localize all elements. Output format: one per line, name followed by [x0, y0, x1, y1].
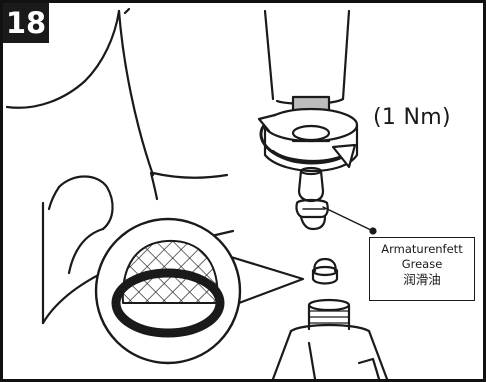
- connector-pin: [295, 166, 377, 235]
- step-number-badge: 18: [3, 3, 49, 43]
- grease-label-en: Grease: [401, 257, 443, 271]
- rotation-arrow-icon: [257, 113, 357, 169]
- torque-label: (1 Nm): [373, 105, 451, 130]
- grease-callout: Armaturenfett Grease 润滑油: [369, 237, 475, 301]
- hose-nut: [263, 95, 359, 173]
- hose: [263, 9, 351, 105]
- grease-label-de: Armaturenfett: [381, 242, 463, 256]
- grease-label-zh: 润滑油: [403, 272, 441, 287]
- gasket-part: [311, 257, 339, 285]
- strainer-magnifier: [94, 217, 305, 365]
- assembly-illustration: [5, 7, 389, 379]
- spray-head: [271, 298, 389, 379]
